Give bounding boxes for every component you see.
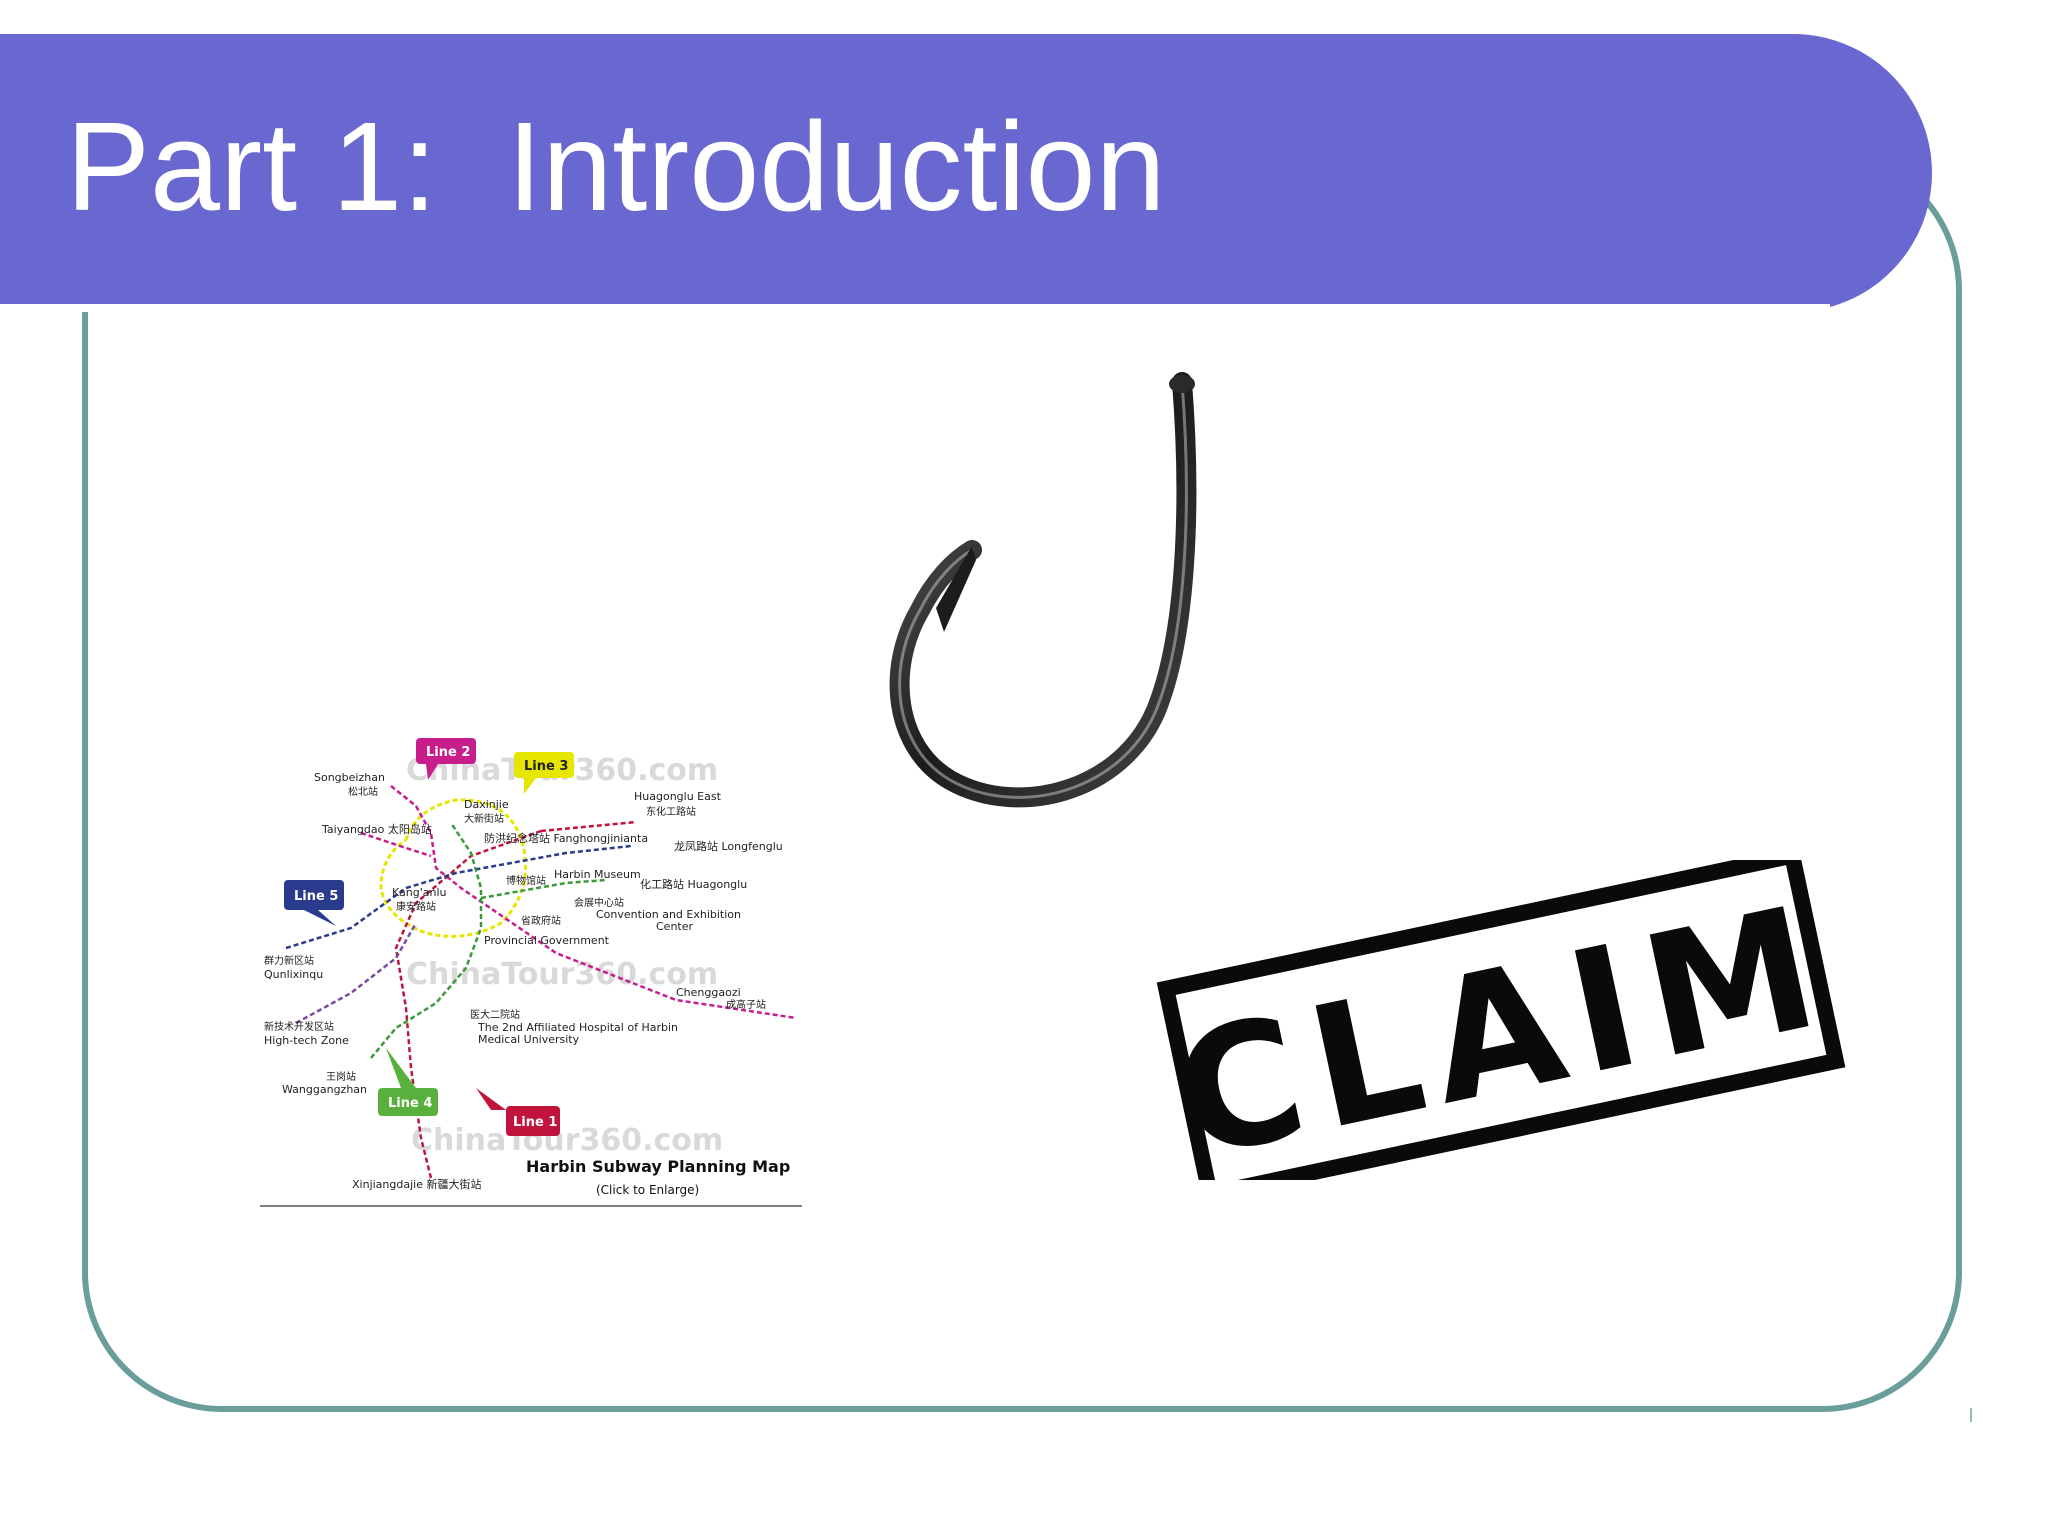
line2-route bbox=[390, 785, 797, 1020]
line3-route bbox=[379, 798, 527, 938]
station-label: 大新街站 bbox=[464, 812, 504, 825]
station-label: Huagonglu East bbox=[634, 790, 722, 803]
claim-stamp-image: CLAIM bbox=[1140, 846, 1860, 1204]
station-label: 省政府站 bbox=[521, 914, 561, 927]
corner-mark bbox=[1970, 1408, 1972, 1422]
station-label: Daxinjie bbox=[464, 798, 509, 811]
station-label: Center bbox=[656, 920, 694, 933]
station-label: 会展中心站 bbox=[574, 896, 624, 909]
station-label: 王岗站 bbox=[326, 1070, 356, 1083]
station-label: 康安路站 bbox=[396, 900, 436, 913]
line1-east bbox=[540, 820, 637, 833]
subway-map-image: ChinaTour360.com ChinaTour360.com ChinaT… bbox=[256, 738, 806, 1208]
slide-frame bbox=[82, 150, 1962, 1412]
line3-flag: Line 3 bbox=[514, 752, 574, 794]
station-label: Kang'anlu bbox=[392, 886, 446, 899]
fishing-hook-icon bbox=[840, 370, 1220, 840]
station-label: 新技术开发区站 bbox=[264, 1020, 334, 1033]
map-subtitle: (Click to Enlarge) bbox=[596, 1183, 699, 1197]
line3-label: Line 3 bbox=[524, 759, 568, 774]
station-label: 东化工路站 bbox=[646, 805, 696, 818]
station-label: Convention and Exhibition bbox=[596, 908, 741, 921]
line5-label: Line 5 bbox=[294, 889, 338, 904]
line4-east bbox=[480, 878, 607, 900]
station-label: 防洪纪念塔站 Fanghongjinianta bbox=[484, 831, 648, 845]
station-label: 成高子站 bbox=[726, 998, 766, 1011]
line4-route bbox=[370, 822, 483, 1059]
line2-branch bbox=[360, 831, 432, 858]
slide-title: Part 1: Introduction bbox=[66, 96, 1166, 237]
station-label: Songbeizhan bbox=[314, 771, 385, 784]
station-label: 群力新区站 bbox=[264, 954, 314, 967]
station-label: High-tech Zone bbox=[264, 1034, 349, 1047]
station-label: Provincial Government bbox=[484, 934, 610, 947]
station-label: 博物馆站 bbox=[506, 874, 546, 887]
map-watermark: ChinaTour360.com bbox=[411, 1123, 723, 1158]
station-label: Medical University bbox=[478, 1033, 580, 1046]
station-label: 化工路站 Huagonglu bbox=[640, 877, 747, 891]
line4-label: Line 4 bbox=[388, 1096, 432, 1111]
station-label: 龙凤路站 Longfenglu bbox=[674, 839, 783, 853]
line1-route bbox=[394, 829, 542, 1179]
line2-label: Line 2 bbox=[426, 745, 470, 760]
station-label: Wanggangzhan bbox=[282, 1083, 367, 1096]
station-label: Harbin Museum bbox=[554, 868, 641, 881]
line1-flag: Line 1 bbox=[476, 1088, 560, 1136]
station-label: Taiyangdao 太阳岛站 bbox=[321, 822, 432, 836]
line1-label: Line 1 bbox=[513, 1115, 557, 1130]
station-label: Qunlixinqu bbox=[264, 968, 323, 981]
map-watermark: ChinaTour360.com bbox=[406, 957, 718, 992]
station-label: The 2nd Affiliated Hospital of Harbin bbox=[477, 1021, 678, 1034]
station-label: Xinjiangdajie 新疆大街站 bbox=[352, 1177, 481, 1191]
station-label: Chenggaozi bbox=[676, 986, 741, 999]
station-label: 松北站 bbox=[348, 785, 378, 798]
line5-flag: Line 5 bbox=[284, 880, 344, 926]
title-banner bbox=[0, 34, 1932, 312]
banner-rule bbox=[0, 304, 1830, 312]
map-title: Harbin Subway Planning Map bbox=[526, 1157, 790, 1176]
line5-route bbox=[285, 844, 632, 950]
line4-flag: Line 4 bbox=[378, 1048, 438, 1116]
line5-south bbox=[295, 922, 418, 1025]
station-label: 医大二院站 bbox=[470, 1008, 520, 1021]
line2-flag: Line 2 bbox=[416, 738, 476, 780]
